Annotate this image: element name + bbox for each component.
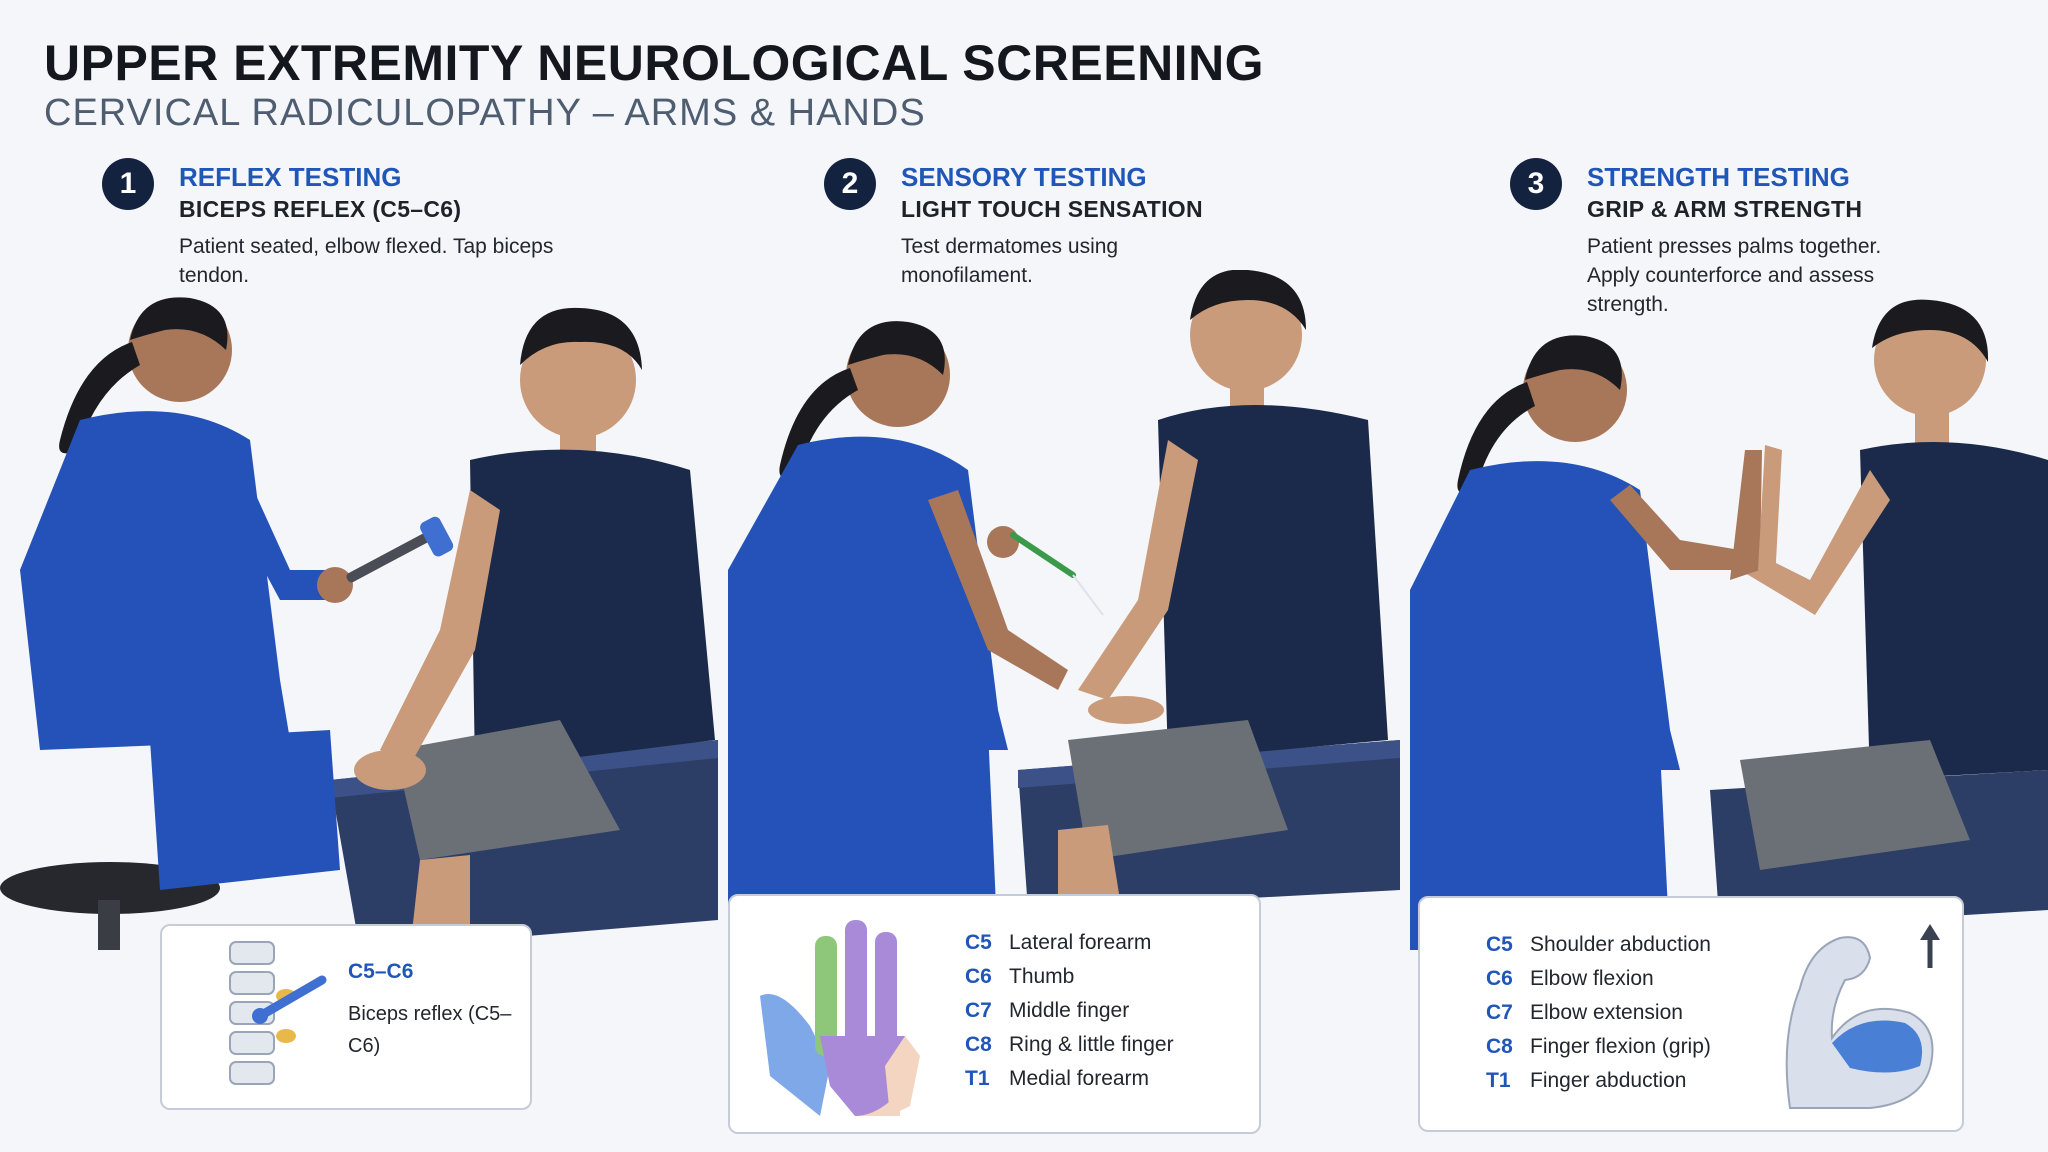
step-subtitle: GRIP & ARM STRENGTH xyxy=(1587,196,1863,222)
page-subtitle: CERVICAL RADICULOPATHY – ARMS & HANDS xyxy=(44,92,926,134)
spine-icon xyxy=(229,941,327,1085)
page-title: UPPER EXTREMITY NEUROLOGICAL SCREENING xyxy=(44,35,1265,91)
reflex-box-code: C5–C6 xyxy=(348,960,414,983)
step-number-badge: 1 xyxy=(102,158,154,210)
panel-sensory-testing: 2 SENSORY TESTING LIGHT TOUCH SENSATION … xyxy=(728,0,1400,1152)
step-title: STRENGTH TESTING xyxy=(1587,162,1850,192)
step-number-badge: 3 xyxy=(1510,158,1562,210)
step-description: Test dermatomes using monofilament. xyxy=(901,235,1119,287)
step-description: Patient seated, elbow flexed. Tap biceps… xyxy=(179,235,554,287)
hand-dermatome-icon xyxy=(760,920,920,1116)
step-description: Patient presses palms together. Apply co… xyxy=(1587,235,1882,316)
step-number-badge: 2 xyxy=(824,158,876,210)
step-title: SENSORY TESTING xyxy=(901,162,1147,192)
panel-reflex-testing: 1 REFLEX TESTING BICEPS REFLEX (C5–C6) P… xyxy=(0,0,718,1152)
step-subtitle: LIGHT TOUCH SENSATION xyxy=(901,196,1203,222)
reflex-info-box: C5–C6 Biceps reflex (C5–C6) xyxy=(160,924,532,1110)
sensory-testing-illustration xyxy=(728,270,1400,950)
strength-testing-illustration xyxy=(1410,299,2048,950)
step-title: REFLEX TESTING xyxy=(179,162,402,192)
flexed-arm-icon xyxy=(1785,924,1940,1109)
reflex-testing-illustration xyxy=(0,297,718,950)
step-subtitle: BICEPS REFLEX (C5–C6) xyxy=(179,196,462,222)
reflex-box-text: Biceps reflex (C5–C6) xyxy=(348,1003,512,1057)
panel-strength-testing: 3 STRENGTH TESTING GRIP & ARM STRENGTH P… xyxy=(1410,0,2048,1152)
